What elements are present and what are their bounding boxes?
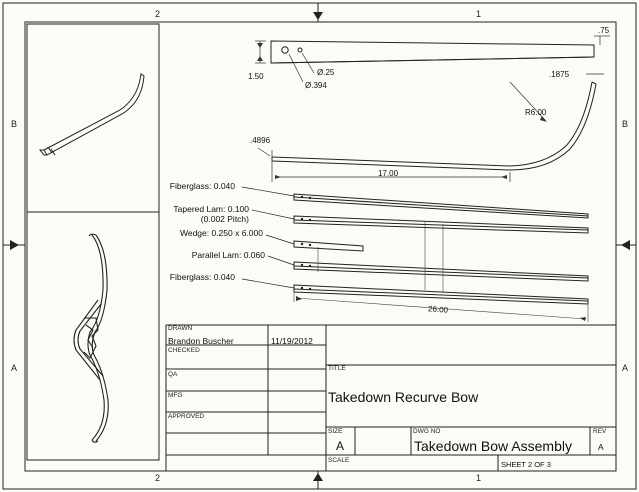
top-view-arrows [257, 43, 263, 61]
dim-hole-large: Ø.394 [305, 81, 327, 90]
drawing-title: Takedown Recurve Bow [328, 389, 479, 405]
zone-label: 2 [155, 9, 161, 19]
dim-tip-width: .75 [598, 26, 610, 35]
zone-label: 2 [155, 473, 161, 483]
dim-tip-thickness: .1875 [549, 70, 570, 79]
limb-side-view [271, 81, 597, 171]
checked-label: CHECKED [168, 347, 200, 354]
layer-label-note: (0.002 Pitch) [200, 214, 249, 224]
bow-assembly-view [73, 233, 109, 443]
title-label: TITLE [328, 365, 346, 372]
alignment-lines [293, 222, 589, 322]
zone-label: A [622, 363, 629, 373]
zone-label: 1 [476, 473, 482, 483]
lam-dimension-arrows [296, 296, 586, 321]
layer-label: Fiberglass: 0.040 [169, 181, 235, 191]
layer-label: Fiberglass: 0.040 [169, 272, 235, 282]
zone-label: A [11, 363, 18, 373]
dim-hole-small: Ø.25 [317, 68, 335, 77]
dim-radius: R6.00 [525, 108, 547, 117]
lamination-leaders [241, 186, 295, 289]
drawn-name: Brandon Buscher [168, 336, 234, 346]
size-label: SIZE [328, 428, 343, 435]
dim-height: 1.50 [248, 72, 264, 81]
approved-label: APPROVED [168, 413, 205, 420]
size-value: A [336, 439, 345, 453]
layer-label: Tapered Lam: 0.100 [173, 204, 249, 214]
lamination-layers [293, 193, 589, 305]
zone-label: 1 [476, 9, 482, 19]
scale-label: SCALE [328, 457, 350, 464]
sheet-number: SHEET 2 OF 3 [501, 460, 551, 469]
qa-label: QA [168, 371, 178, 378]
limb-iso-view [38, 73, 145, 156]
zone-label: B [622, 119, 629, 129]
mfg-label: MFG [168, 392, 183, 399]
rev-value: A [598, 442, 604, 452]
lamination-holes [300, 195, 312, 291]
dwg-no-value: Takedown Bow Assembly [414, 438, 572, 454]
side-view-dimension-lines [257, 73, 604, 182]
dim-thickness: .4896 [250, 136, 271, 145]
dwg-no-label: DWG NO [413, 428, 441, 435]
dim-lam-length: 26.00 [427, 304, 449, 315]
layer-label: Parallel Lam: 0.060 [191, 250, 265, 260]
dim-length: 17.00 [378, 169, 399, 178]
limb-top-view [270, 40, 595, 64]
side-view-arrows [275, 116, 547, 179]
iso-view-frame [26, 23, 160, 213]
layer-label: Wedge: 0.250 x 6.000 [179, 228, 263, 238]
center-arrows [10, 12, 630, 481]
drawn-date: 11/19/2012 [271, 336, 313, 346]
rev-label: REV [593, 428, 607, 435]
title-block-frame [165, 324, 617, 472]
zone-label: B [11, 119, 18, 129]
assembly-view-frame [26, 211, 160, 461]
drawn-label: DRAWN [168, 325, 193, 332]
